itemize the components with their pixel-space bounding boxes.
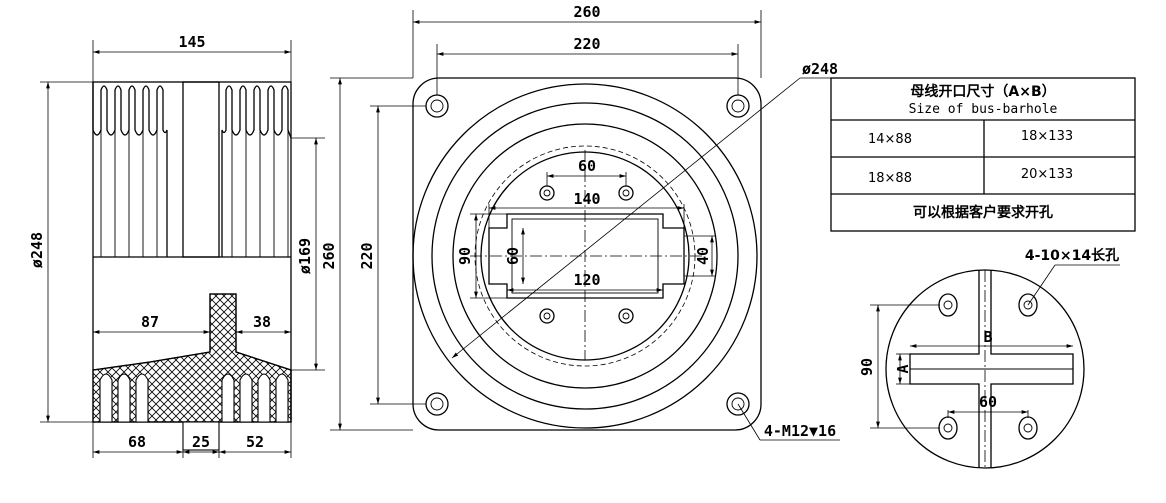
body-circle	[431, 102, 739, 410]
dim-120: 120	[573, 271, 600, 289]
table-title-en: Size of bus-barhole	[909, 102, 1058, 117]
dim-d248-front: ø248	[802, 60, 838, 78]
center-boss	[182, 81, 220, 258]
table-cell-r1c1: 14×88	[868, 132, 912, 147]
dim-d169: ø169	[296, 238, 314, 274]
dim-260-left: 260	[320, 242, 338, 269]
dim-60-front: 60	[578, 157, 596, 175]
bottom-view: 4-10×14长孔 90 A B 60	[858, 247, 1120, 469]
hole-note: 4-M12▼16	[764, 422, 836, 440]
dim-25: 25	[192, 433, 210, 451]
front-view: ø248 260 220 260 220 60 140 120 90	[320, 3, 840, 441]
dim-220-left: 220	[358, 242, 376, 269]
dim-68: 68	[128, 433, 146, 451]
inner-circle	[452, 123, 718, 389]
dim-38: 38	[253, 313, 271, 331]
lower-ribs	[99, 373, 289, 423]
table-footer: 可以根据客户要求开孔	[913, 204, 1053, 221]
bottom-stem	[182, 421, 220, 451]
table-cell-r2c2: 20×133	[1021, 167, 1073, 182]
dim-260-top: 260	[573, 3, 600, 21]
busbar-inner	[511, 218, 659, 294]
long-holes	[938, 293, 1038, 440]
upper-ribs-right	[221, 85, 292, 139]
dim-220-top: 220	[573, 35, 600, 53]
slot-note: 4-10×14长孔	[1025, 247, 1119, 264]
dim-60-bottom: 60	[979, 393, 997, 411]
side-view: 145 ø248 ø169 87 38 68 25 52	[28, 33, 325, 458]
table-title-cn: 母线开口尺寸（A×B）	[910, 83, 1055, 100]
table-cell-r1c2: 18×133	[1021, 129, 1073, 144]
dim-87: 87	[141, 313, 159, 331]
dim-140: 140	[573, 190, 600, 208]
dim-90-front: 90	[456, 247, 474, 265]
dim-40: 40	[694, 247, 712, 265]
dim-a: A	[894, 364, 912, 373]
dim-60-vertical: 60	[504, 247, 522, 265]
dim-52: 52	[246, 433, 264, 451]
busbar-size-table: 母线开口尺寸（A×B） Size of bus-barhole 14×88 18…	[830, 77, 1136, 232]
dim-145: 145	[178, 33, 205, 51]
dim-d248-side: ø248	[28, 232, 46, 268]
outer-circle	[412, 83, 758, 429]
upper-ribs-left	[92, 82, 168, 136]
table-cell-r2c1: 18×88	[868, 171, 912, 186]
dim-90-bottom: 90	[858, 358, 876, 376]
dim-b: B	[983, 328, 992, 346]
